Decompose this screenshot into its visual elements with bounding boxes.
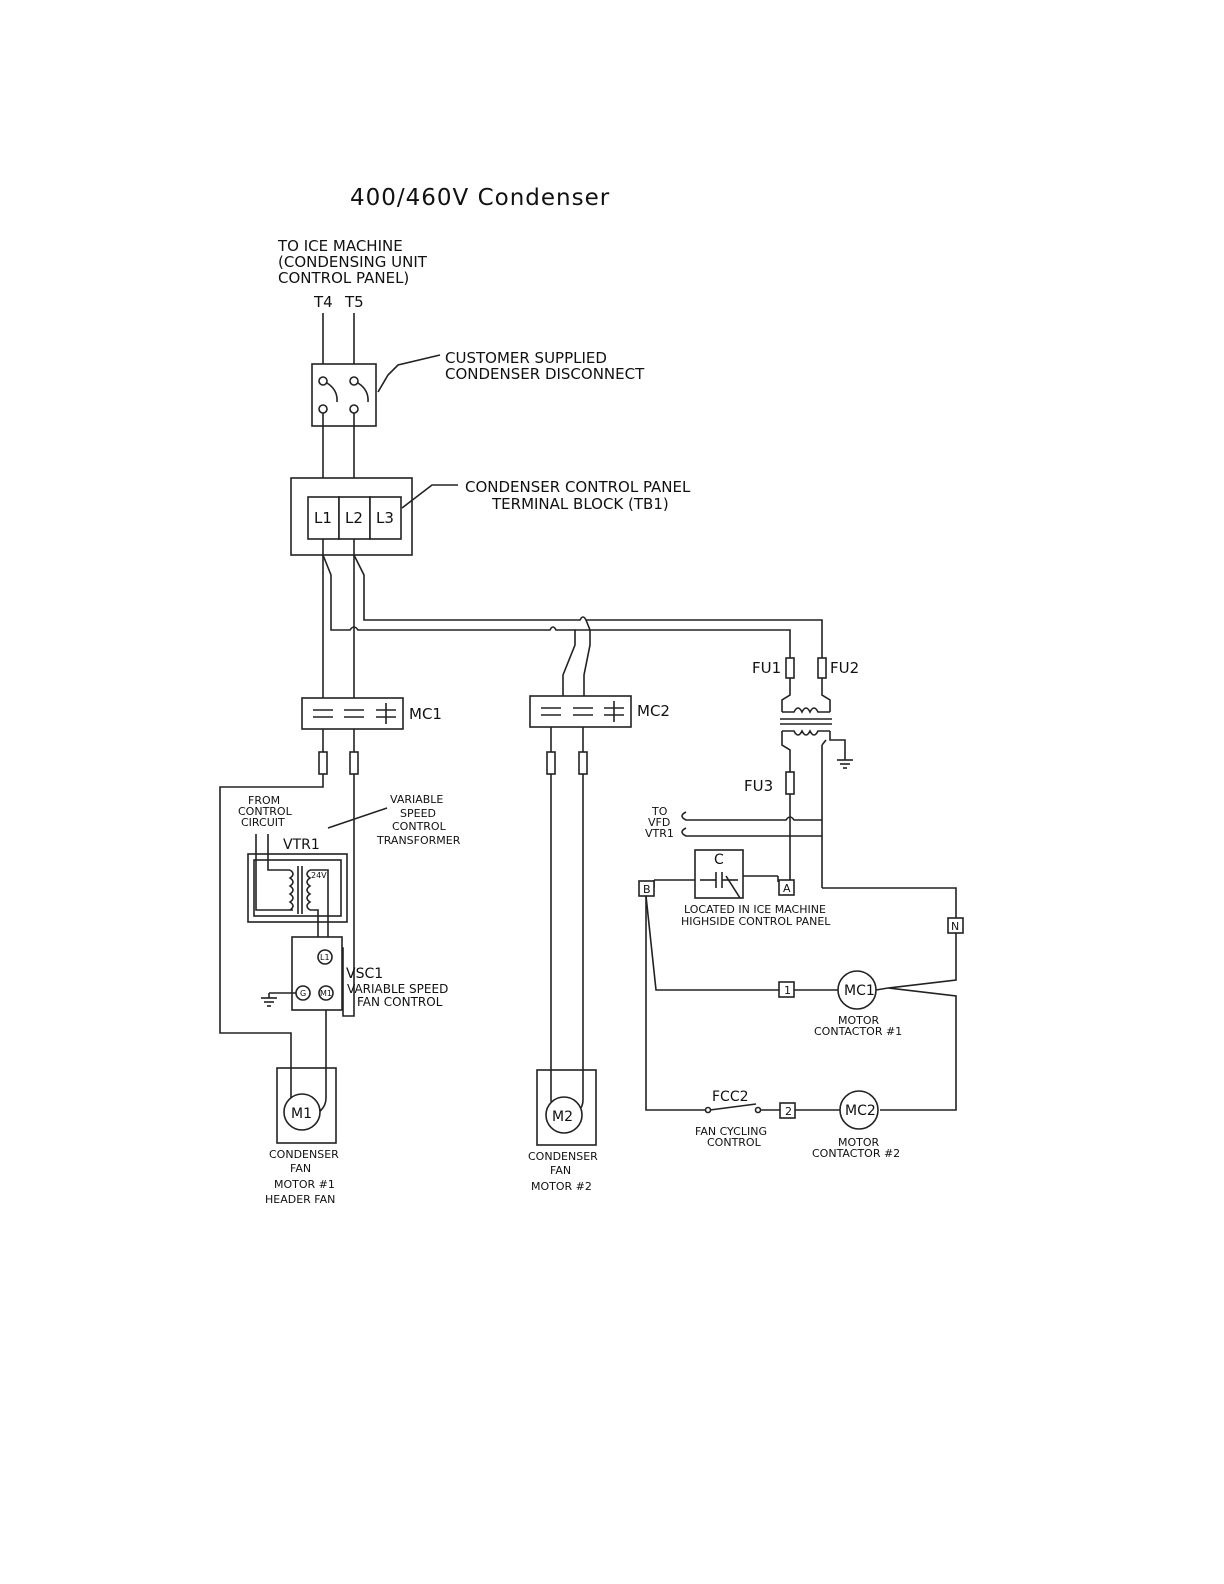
motor2-symbol: M2 [552,1109,573,1125]
contactor-c-label-line1: LOCATED IN ICE MACHINE [684,903,826,916]
contactor-mc2 [529,695,632,775]
coil-mc2-label-line1: MOTOR [838,1136,880,1149]
from-control-line1: FROM [248,794,280,807]
supply-label: TO ICE MACHINE (CONDENSING UNIT CONTROL … [277,237,428,311]
supply-label-line1: TO ICE MACHINE [277,237,403,255]
terminal-2: 2 [785,1105,792,1118]
terminal-t5-label: T5 [344,293,364,311]
terminal-1: 1 [784,984,791,997]
contactor-c-label-line2: HIGHSIDE CONTROL PANEL [681,915,831,928]
motor1-wiring [219,774,388,1144]
motor1-label-line2: FAN [290,1162,311,1175]
from-control-line3: CIRCUIT [241,816,285,829]
terminal-a: A [783,882,791,895]
tb1-l1-label: L1 [314,509,332,527]
customer-disconnect [311,313,441,478]
disconnect-label-line2: CONDENSER DISCONNECT [445,365,645,383]
vtr-name: VTR1 [283,837,320,853]
motor2-label-line3: MOTOR #2 [531,1180,592,1193]
vfd-label-line2: VFD [648,816,670,829]
vsc-g-terminal: G [300,989,306,998]
motor1-label-line3: MOTOR #1 [274,1178,335,1191]
vtr-label-line4: TRANSFORMER [376,834,461,847]
motor2-wiring [536,774,597,1146]
coil-mc1-label-line1: MOTOR [838,1014,880,1027]
control-transformer [638,657,964,1130]
vsc-m1-terminal: M1 [320,989,332,998]
motor1-label-line1: CONDENSER [269,1148,339,1161]
tb1-label-line1: CONDENSER CONTROL PANEL [465,478,691,496]
vsc-l1-terminal: L1 [320,953,330,962]
vtr-label-line3: CONTROL [392,820,447,833]
vsc-label-line2: FAN CONTROL [357,995,443,1009]
supply-label-line3: CONTROL PANEL) [278,269,409,287]
fu1-label: FU1 [752,659,781,677]
motor2-label-line2: FAN [550,1164,571,1177]
terminal-b: B [643,883,651,896]
vtr-label-line1: VARIABLE [390,793,443,806]
vsc-label-line1: VARIABLE SPEED [347,982,448,996]
tb1-label-line2: TERMINAL BLOCK (TB1) [491,495,669,513]
fu2-label: FU2 [830,659,859,677]
supply-label-line2: (CONDENSING UNIT [278,253,428,271]
motor2-label-line1: CONDENSER [528,1150,598,1163]
coil-mc1-label-line2: CONTACTOR #1 [814,1025,902,1038]
tb1-l3-label: L3 [376,509,394,527]
fcc-label-line2: CONTROL [707,1136,762,1149]
tb1-l2-label: L2 [345,509,363,527]
contactor-c-symbol: C [714,852,724,868]
terminal-t4-label: T4 [313,293,333,311]
fcc-label-line1: FAN CYCLING [695,1125,767,1138]
vfd-label-line1: TO [651,805,668,818]
motor1-label-line4: HEADER FAN [265,1193,335,1206]
terminal-n: N [951,920,959,933]
coil-mc2-label-line2: CONTACTOR #2 [812,1147,900,1160]
from-control-line2: CONTROL [238,805,293,818]
vfd-label-line3: VTR1 [645,827,674,840]
mc2-label: MC2 [637,702,670,720]
vtr-voltage: 24V [311,871,327,880]
page-title: 400/460V Condenser [350,185,610,211]
vtr-label-line2: SPEED [400,807,436,820]
fcc-name: FCC2 [712,1089,749,1105]
vsc-name: VSC1 [346,966,383,982]
mc1-label: MC1 [409,705,442,723]
disconnect-label-line1: CUSTOMER SUPPLIED [445,349,607,367]
coil-mc2-symbol: MC2 [845,1103,876,1119]
fu3-label: FU3 [744,777,773,795]
coil-mc1-symbol: MC1 [844,983,875,999]
motor1-symbol: M1 [291,1106,312,1122]
main-wiring [322,539,823,698]
contactor-mc1 [301,697,404,775]
